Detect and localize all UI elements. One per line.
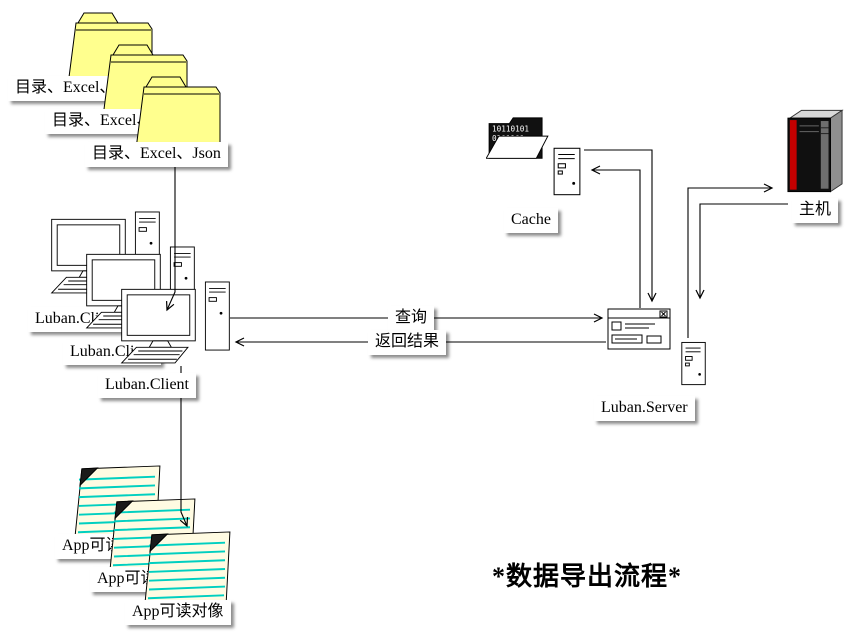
result-label: 返回结果	[368, 330, 447, 355]
cache-label: Cache	[504, 208, 558, 233]
host-label: 主机	[792, 198, 839, 223]
edge-server-to-cache	[590, 165, 641, 308]
edge-host-to-server	[695, 203, 788, 300]
folder-stack-label: 目录、Excel、Json	[85, 142, 228, 167]
workstation-icon	[118, 278, 233, 366]
cache-server-icon	[551, 146, 584, 198]
diagram-title: *数据导出流程*	[492, 562, 683, 591]
app-object-label: App可读对像	[125, 600, 231, 625]
note-icon	[142, 530, 232, 608]
client-label: Luban.Client	[98, 373, 196, 398]
host-icon	[786, 108, 844, 194]
query-label: 查询	[388, 306, 435, 331]
folder-icon	[130, 72, 225, 152]
cache-folder-icon	[486, 114, 550, 166]
edge-cache-to-server	[584, 149, 657, 303]
edge-server-to-host	[687, 183, 774, 338]
server-window-icon	[607, 308, 671, 350]
server-label: Luban.Server	[594, 396, 695, 421]
server-icon	[679, 340, 709, 388]
